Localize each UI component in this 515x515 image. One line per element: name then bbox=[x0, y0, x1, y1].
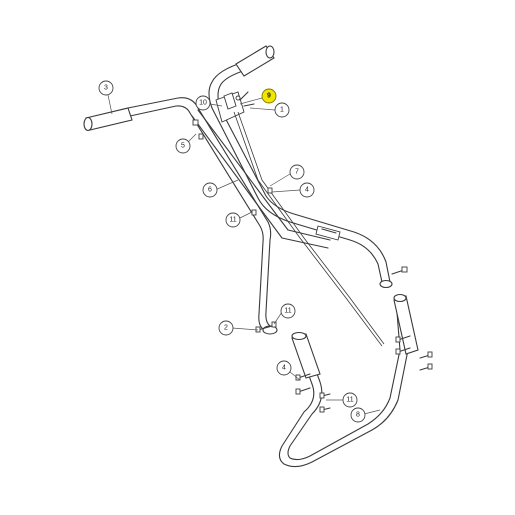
svg-text:9: 9 bbox=[267, 93, 271, 100]
control-lever-bracket bbox=[215, 91, 255, 123]
svg-text:5: 5 bbox=[181, 143, 185, 150]
callout-10: 10 bbox=[195, 95, 211, 111]
svg-text:6: 6 bbox=[208, 187, 212, 194]
callout-4-lower: 4 bbox=[276, 360, 292, 376]
callout-8: 8 bbox=[350, 407, 366, 423]
callout-7: 7 bbox=[289, 164, 305, 180]
small-nuts bbox=[192, 119, 273, 216]
cable-clamp bbox=[315, 225, 341, 241]
right-hand-grip bbox=[235, 45, 275, 77]
control-cable bbox=[233, 111, 385, 347]
svg-text:11: 11 bbox=[284, 308, 291, 315]
bolt-left-bottom bbox=[255, 321, 277, 333]
svg-text:8: 8 bbox=[356, 412, 360, 419]
callout-9-highlighted: 9 bbox=[261, 88, 277, 104]
callout-11-lower: 11 bbox=[342, 392, 358, 408]
svg-text:1: 1 bbox=[280, 107, 284, 114]
bolts-right-lower bbox=[395, 335, 433, 371]
leader-lines bbox=[107, 94, 381, 415]
callout-11-upper: 11 bbox=[225, 212, 241, 228]
callout-2: 2 bbox=[218, 320, 234, 336]
right-handlebar-tube bbox=[208, 61, 393, 289]
bolts-left-lower bbox=[295, 373, 331, 413]
svg-text:4: 4 bbox=[305, 187, 309, 194]
svg-text:2: 2 bbox=[224, 325, 228, 332]
callout-1: 1 bbox=[274, 102, 290, 118]
lower-u-frame bbox=[278, 293, 419, 468]
svg-text:3: 3 bbox=[104, 85, 108, 92]
svg-text:7: 7 bbox=[295, 169, 299, 176]
svg-text:4: 4 bbox=[282, 365, 286, 372]
bolt-right-top bbox=[391, 266, 408, 275]
svg-text:10: 10 bbox=[199, 100, 207, 107]
callout-11-middle: 11 bbox=[280, 303, 296, 319]
svg-text:11: 11 bbox=[346, 397, 353, 404]
left-hand-grip bbox=[83, 107, 133, 132]
callout-6: 6 bbox=[202, 182, 218, 198]
svg-text:11: 11 bbox=[229, 217, 236, 224]
left-handlebar-tube bbox=[127, 97, 331, 335]
callout-4-upper: 4 bbox=[299, 182, 315, 198]
callout-3: 3 bbox=[98, 80, 114, 96]
callout-5: 5 bbox=[175, 138, 191, 154]
